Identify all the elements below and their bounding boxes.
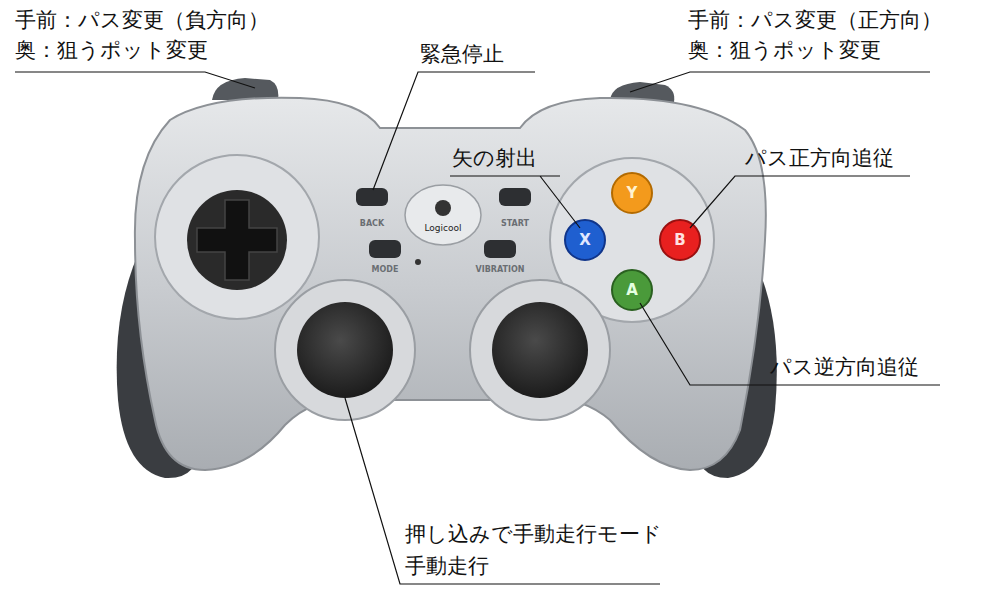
callout-text: 矢の射出 bbox=[452, 146, 537, 171]
callout-text: パス逆方向追従 bbox=[770, 355, 919, 380]
callout-text: 手前：パス変更（正方向） bbox=[688, 8, 942, 33]
button-x bbox=[565, 220, 605, 260]
controller-body bbox=[135, 98, 766, 470]
button-caption: BACK bbox=[360, 219, 384, 229]
mode-led bbox=[415, 259, 421, 265]
vibration-button bbox=[484, 240, 516, 258]
button-a bbox=[612, 270, 652, 310]
leader-line bbox=[15, 72, 255, 88]
callout-text: 手前：パス変更（負方向） bbox=[15, 8, 269, 33]
button-caption: VIBRATION bbox=[476, 265, 525, 275]
dpad-ring bbox=[155, 155, 319, 319]
start-button bbox=[499, 188, 531, 206]
button-letter: B bbox=[674, 231, 685, 249]
dpad bbox=[197, 200, 277, 280]
leader-line bbox=[450, 176, 580, 228]
button-letter: X bbox=[579, 231, 591, 249]
left-stick bbox=[297, 302, 393, 398]
callout-text: 奥：狙うポット変更 bbox=[688, 38, 881, 63]
back-button bbox=[356, 188, 388, 206]
mode-button bbox=[369, 240, 401, 258]
leader-line bbox=[630, 72, 930, 92]
leader-line bbox=[345, 398, 660, 584]
button-letter: A bbox=[626, 281, 638, 299]
callout-text: 奥：狙うポット変更 bbox=[15, 38, 208, 63]
logo-plate bbox=[405, 185, 481, 245]
stick-ring bbox=[470, 280, 610, 420]
button-caption: MODE bbox=[372, 265, 399, 275]
brand-logo: Logicool bbox=[424, 223, 461, 234]
button-letter: Y bbox=[627, 184, 638, 202]
leader-line bbox=[640, 303, 940, 385]
dpad-well bbox=[187, 190, 287, 290]
logo-mark bbox=[435, 200, 451, 216]
callout-text: 手動走行 bbox=[405, 554, 489, 579]
callout-text: 緊急停止 bbox=[420, 42, 504, 67]
shoulder-button bbox=[212, 78, 278, 100]
callout-text: 押し込みで手動走行モード bbox=[405, 522, 662, 547]
button-y bbox=[612, 173, 652, 213]
leader-line bbox=[373, 72, 535, 190]
button-caption: START bbox=[501, 219, 529, 229]
right-stick bbox=[492, 302, 588, 398]
callout-text: パス正方向追従 bbox=[745, 146, 894, 171]
button-b bbox=[660, 220, 700, 260]
leader-line bbox=[690, 176, 910, 228]
